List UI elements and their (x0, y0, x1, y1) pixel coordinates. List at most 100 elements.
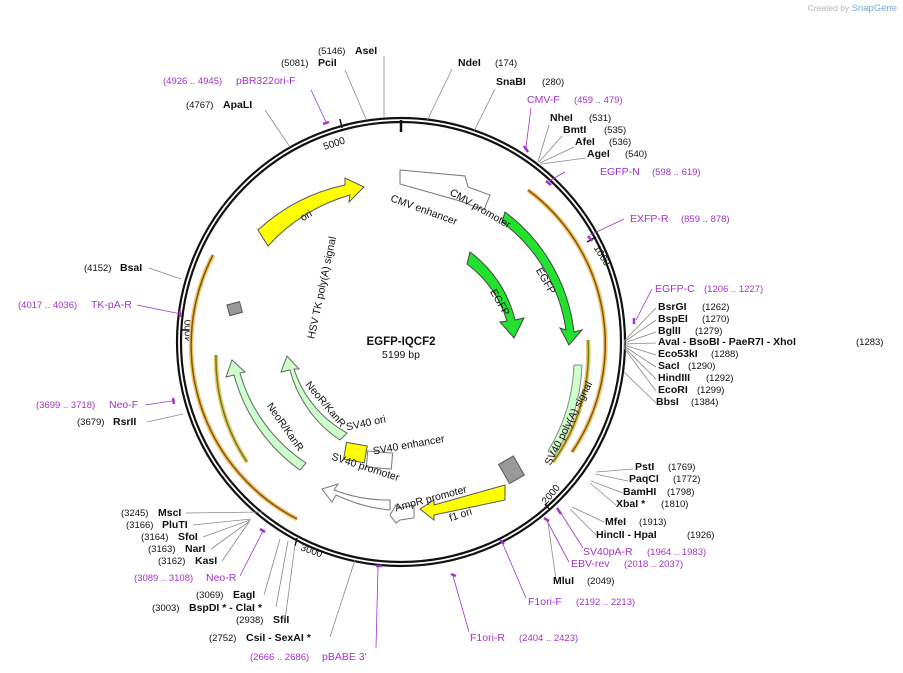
tick-5000-label: 5000 (322, 135, 347, 152)
enzyme-xbai-pos: (1810) (661, 499, 688, 510)
features (225, 169, 584, 524)
label-sv40-enhancer: SV40 enhancer (372, 433, 446, 457)
enzyme-bbsi-pos: (1384) (691, 397, 718, 408)
enzyme-bsrgi[interactable]: BsrGI (658, 301, 687, 313)
enzyme-bamhi[interactable]: BamHI (623, 486, 656, 498)
primer-pbabe3-pos: (2666 .. 2686) (250, 652, 309, 663)
enzyme-psti[interactable]: PstI (635, 461, 654, 473)
orf-right-inner-line (552, 339, 590, 463)
enzyme-msci[interactable]: MscI (158, 507, 181, 519)
enzyme-hindiii[interactable]: HindIII (658, 372, 690, 384)
sv40-enhancer-box (365, 450, 394, 470)
tick-4000-label: 4000 (183, 319, 195, 342)
enzyme-eagi[interactable]: EagI (233, 589, 255, 601)
primer-labels: (4926 .. 4945) pBR322ori-F CMV-F (459 ..… (18, 75, 763, 663)
enzyme-bmti[interactable]: BmtI (563, 124, 586, 136)
enzyme-hincii-hpai[interactable]: HincII - HpaI (596, 529, 657, 541)
enzyme-bspdi-clai[interactable]: BspDI * - ClaI * (189, 602, 263, 614)
primer-leaders (136, 89, 653, 649)
primer-ebv-rev[interactable]: EBV-rev (571, 558, 610, 570)
enzyme-pluti-pos: (3166) (126, 520, 153, 531)
enzyme-apali[interactable]: ApaLI (223, 99, 252, 111)
enzyme-nari[interactable]: NarI (185, 543, 206, 555)
enzyme-bspei[interactable]: BspEI (658, 313, 688, 325)
enzyme-snabi-pos: (280) (542, 77, 564, 88)
enzyme-asei[interactable]: AseI (355, 45, 377, 57)
enzyme-saci-pos: (1290) (688, 361, 715, 372)
enzyme-bsai-pos: (4152) (84, 263, 111, 274)
backbone-outer-strand (175, 116, 627, 568)
enzyme-xbai[interactable]: XbaI * (616, 498, 646, 510)
primer-cmv-f[interactable]: CMV-F (527, 94, 560, 106)
enzyme-eco53ki-pos: (1288) (711, 349, 738, 360)
enzyme-sfoi[interactable]: SfoI (178, 531, 198, 543)
primer-egfp-c[interactable]: EGFP-C (655, 283, 695, 295)
backbone (175, 116, 627, 568)
enzyme-bsai[interactable]: BsaI (120, 262, 142, 274)
f1-ori-arrow (419, 484, 506, 522)
tick-3000-mark (294, 537, 298, 547)
primer-pbr322ori-f[interactable]: pBR322ori-F (236, 75, 296, 87)
orf-arcs (188, 188, 608, 521)
enzyme-nhei[interactable]: NheI (550, 112, 573, 124)
enzyme-asei-pos: (5146) (318, 46, 345, 57)
primer-pbabe3[interactable]: pBABE 3' (322, 651, 367, 663)
neor-outer-arrow (225, 359, 307, 471)
enzyme-bspdi-clai-pos: (3003) (152, 603, 179, 614)
primer-sv40pa-r[interactable]: SV40pA-R (583, 546, 633, 558)
enzyme-saci[interactable]: SacI (658, 360, 680, 372)
enzyme-apali-pos: (4767) (186, 100, 213, 111)
enzyme-rsrii[interactable]: RsrII (113, 416, 136, 428)
enzyme-mfei[interactable]: MfeI (605, 516, 626, 528)
enzyme-sfoi-pos: (3164) (141, 532, 168, 543)
enzyme-sfii[interactable]: SfiI (273, 614, 289, 626)
enzyme-agei-pos: (540) (625, 149, 647, 160)
enzyme-psti-pos: (1769) (668, 462, 695, 473)
primer-f1ori-f[interactable]: F1ori-F (528, 596, 562, 608)
sv40-promoter-arrow (321, 483, 391, 511)
orf-left-outer-line (190, 254, 298, 520)
primer-ebv-rev-pos: (2018 .. 2037) (624, 559, 683, 570)
enzyme-pcii[interactable]: PciI (318, 57, 337, 69)
primer-exfp-r[interactable]: EXFP-R (630, 213, 669, 225)
egfp-outer-arrow (501, 211, 584, 346)
enzyme-eagi-pos: (3069) (196, 590, 223, 601)
tick-3000-label: 3000 (299, 542, 324, 560)
enzyme-ecori-pos: (1299) (697, 385, 724, 396)
primer-egfp-n-pos: (598 .. 619) (652, 167, 701, 178)
enzyme-afei[interactable]: AfeI (575, 136, 595, 148)
enzyme-paqci[interactable]: PaqCI (629, 473, 659, 485)
ori-arrow (257, 177, 365, 247)
feature-labels: CMV enhancer CMV promoter EGFP EGFP SV40… (264, 187, 595, 525)
enzyme-pluti[interactable]: PluTI (162, 519, 188, 531)
enzyme-avai-group[interactable]: AvaI - BsoBI - PaeR7I - XhoI (658, 336, 796, 348)
enzyme-csii-sexai[interactable]: CsiI - SexAI * (246, 632, 312, 644)
primer-f1ori-r[interactable]: F1ori-R (470, 632, 505, 644)
primer-neo-f[interactable]: Neo-F (109, 399, 138, 411)
enzyme-snabi[interactable]: SnaBI (496, 76, 526, 88)
enzyme-ecori[interactable]: EcoRI (658, 384, 688, 396)
primer-egfp-n[interactable]: EGFP-N (600, 166, 640, 178)
snapgene-watermark: Created by SnapGene (808, 3, 897, 14)
enzyme-bglii[interactable]: BglII (658, 325, 681, 337)
enzyme-kasi[interactable]: KasI (195, 555, 217, 567)
enzyme-eco53ki[interactable]: Eco53kI (658, 348, 698, 360)
enzyme-agei[interactable]: AgeI (587, 148, 610, 160)
primer-pbr322ori-f-pos: (4926 .. 4945) (163, 76, 222, 87)
enzyme-afei-pos: (536) (609, 137, 631, 148)
label-hsv-tk: HSV TK poly(A) signal (305, 236, 338, 340)
enzyme-bamhi-pos: (1798) (667, 487, 694, 498)
primer-neo-r[interactable]: Neo-R (206, 572, 237, 584)
enzyme-ndei[interactable]: NdeI (458, 57, 481, 69)
enzyme-nari-pos: (3163) (148, 544, 175, 555)
tick-1000-label: 1000 (591, 244, 612, 269)
primer-tk-pa-r[interactable]: TK-pA-R (91, 299, 132, 311)
enzyme-avai-group-pos: (1283) (856, 337, 883, 348)
enzyme-mlui[interactable]: MluI (553, 575, 574, 587)
enzyme-paqci-pos: (1772) (673, 474, 700, 485)
enzyme-bsrgi-pos: (1262) (702, 302, 729, 313)
primer-sv40pa-r-pos: (1964 .. 1983) (647, 547, 706, 558)
enzyme-bbsi[interactable]: BbsI (656, 396, 679, 408)
neor-inner-arrow (280, 355, 348, 441)
enzyme-mlui-pos: (2049) (587, 576, 614, 587)
